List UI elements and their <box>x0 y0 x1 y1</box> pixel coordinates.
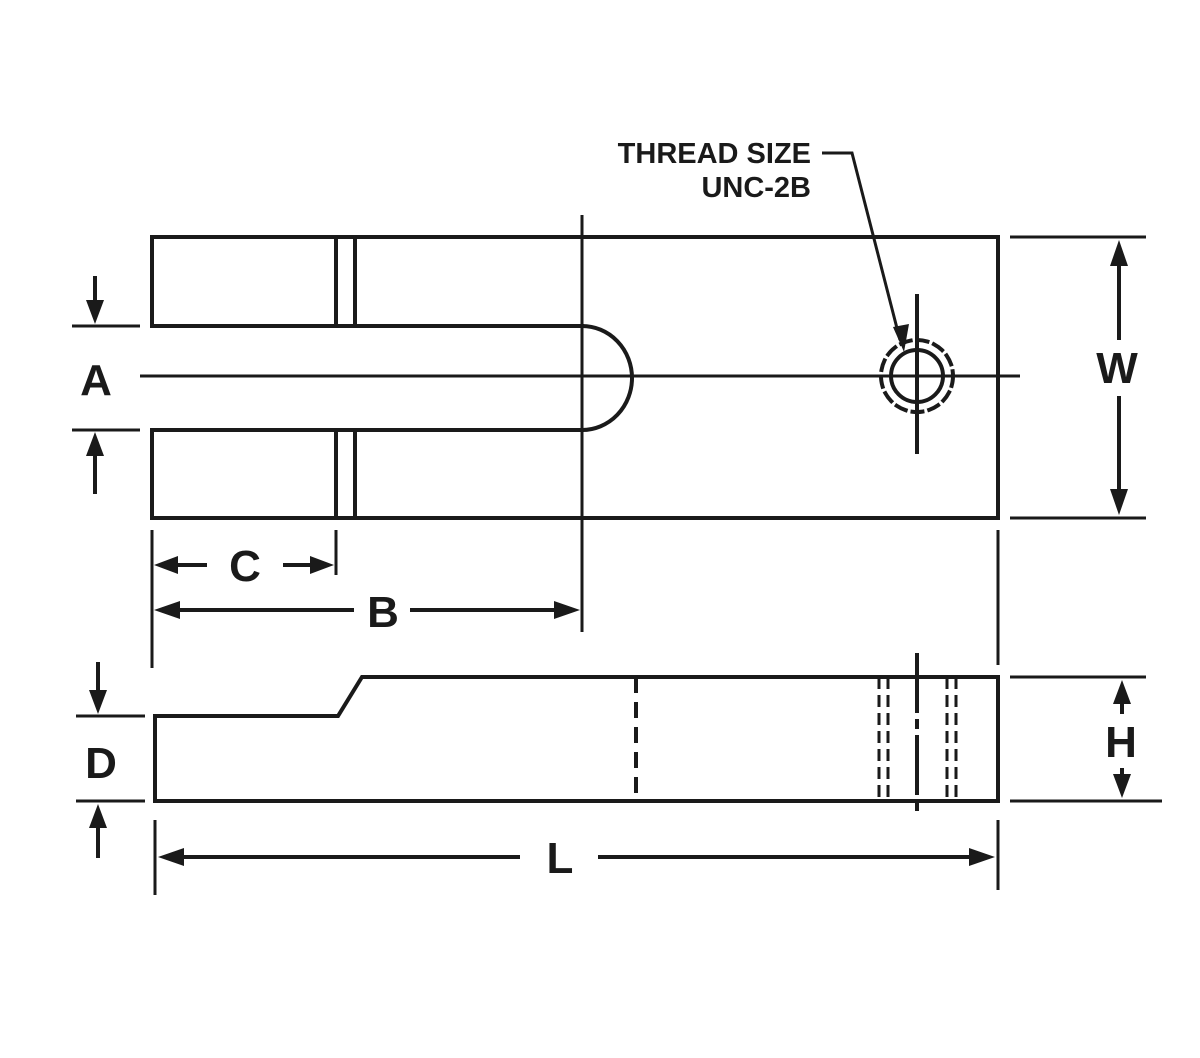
thread-leader-arrow <box>893 324 909 352</box>
thread-callout: THREAD SIZE UNC-2B <box>618 138 909 352</box>
thread-leader-line <box>822 151 902 341</box>
dim-l-label: L <box>547 834 574 883</box>
dim-a-arrow-top-head <box>86 300 104 324</box>
dim-c: C <box>150 530 338 668</box>
dim-d: D <box>76 662 145 858</box>
dim-w: W <box>1010 235 1146 520</box>
thread-callout-line1: THREAD SIZE <box>618 138 811 170</box>
dim-a-arrow-bottom-head <box>86 432 104 456</box>
dim-b-right-arrow <box>554 601 580 619</box>
dim-a-label: A <box>80 356 112 405</box>
dim-l-left-arrow <box>158 848 184 866</box>
thread-callout-line2: UNC-2B <box>701 172 811 204</box>
dim-a: A <box>72 276 140 494</box>
top-view <box>140 215 1020 632</box>
threaded-hole-icon <box>879 294 955 454</box>
dim-l: L <box>153 530 1000 895</box>
dim-h-top-arrow <box>1113 680 1131 704</box>
dim-w-label: W <box>1096 344 1138 393</box>
side-view-outline <box>153 675 1000 803</box>
dim-d-label: D <box>85 739 117 788</box>
dim-h-label: H <box>1105 718 1137 767</box>
dim-l-right-arrow <box>969 848 995 866</box>
dim-c-label: C <box>229 542 261 591</box>
dim-w-bottom-arrow <box>1110 489 1128 515</box>
slot-rounded-end <box>579 323 634 433</box>
dim-b-left-arrow <box>154 601 180 619</box>
dim-c-right-arrow <box>310 556 334 574</box>
slot-mask <box>140 327 582 429</box>
dim-c-left-arrow <box>154 556 178 574</box>
dim-w-top-arrow <box>1110 240 1128 266</box>
side-view <box>153 653 1000 820</box>
dim-b-label: B <box>367 588 399 637</box>
dim-b: B <box>154 588 580 637</box>
dim-h: H <box>1010 675 1162 803</box>
dim-d-arrow-bottom-head <box>89 804 107 828</box>
dim-h-bottom-arrow <box>1113 774 1131 798</box>
dim-d-arrow-top-head <box>89 690 107 714</box>
